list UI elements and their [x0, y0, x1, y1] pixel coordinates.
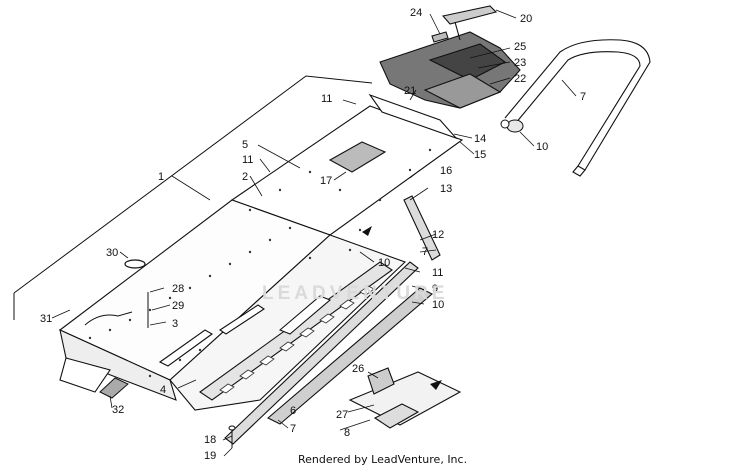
callout-1: 1 [158, 171, 164, 183]
callout-26: 26 [352, 363, 364, 375]
callout-32: 32 [112, 404, 124, 416]
callout-10a: 10 [536, 141, 548, 153]
callout-labels: 1 2 3 4 5 6 7 7 7 8 9 10 10 10 11 11 11 … [40, 7, 586, 462]
tunnel-assembly [58, 105, 464, 445]
callout-21: 21 [404, 85, 416, 97]
callout-5: 5 [242, 139, 248, 151]
callout-8: 8 [344, 427, 350, 439]
callout-15: 15 [474, 149, 486, 161]
leader-lines [51, 9, 577, 457]
footrest-assembly [348, 367, 462, 429]
callout-22: 22 [514, 73, 526, 85]
callout-24: 24 [410, 7, 422, 19]
flap-pad [99, 377, 129, 399]
callout-11c: 11 [432, 267, 443, 279]
callout-25: 25 [514, 41, 526, 53]
callout-7b: 7 [422, 246, 428, 258]
lattice-cutouts [219, 285, 375, 394]
callout-14: 14 [474, 133, 486, 145]
callout-6: 6 [290, 405, 296, 417]
bolt-18-19 [228, 425, 236, 448]
hose-clamp [124, 259, 146, 269]
rear-handle [403, 195, 441, 261]
callout-11a: 11 [321, 93, 332, 105]
callout-7a: 7 [580, 91, 586, 103]
callout-29: 29 [172, 300, 184, 312]
callout-17: 17 [320, 175, 332, 187]
callout-9: 9 [432, 283, 438, 295]
arrow-marks [362, 226, 442, 390]
seat-storage-assembly [379, 5, 521, 109]
callout-2: 2 [242, 171, 248, 183]
grab-bar [504, 39, 651, 177]
rear-brace [368, 93, 458, 140]
callout-7c: 7 [290, 423, 296, 435]
callout-3: 3 [172, 318, 178, 330]
callout-11b: 11 [242, 154, 253, 166]
credit-line: Rendered by LeadVenture, Inc. [298, 453, 468, 466]
cable-3-28-29 [84, 292, 149, 328]
callout-30: 30 [106, 247, 118, 259]
callout-19: 19 [204, 450, 216, 462]
watermark: LEADVENTURE [262, 283, 449, 304]
part-1-bracket [13, 75, 373, 320]
callout-16: 16 [440, 165, 452, 177]
callout-31: 31 [40, 313, 52, 325]
callout-23: 23 [514, 57, 526, 69]
callout-20: 20 [520, 13, 532, 25]
callout-10c: 10 [432, 299, 444, 311]
callout-12: 12 [432, 229, 444, 241]
spacer-10-15 [500, 119, 524, 133]
callout-4: 4 [160, 384, 166, 396]
callout-27: 27 [336, 409, 348, 421]
rivet-pattern [88, 148, 432, 378]
callout-28: 28 [172, 283, 184, 295]
callout-10b: 10 [378, 257, 390, 269]
callout-18: 18 [204, 434, 216, 446]
callout-13: 13 [440, 183, 452, 195]
